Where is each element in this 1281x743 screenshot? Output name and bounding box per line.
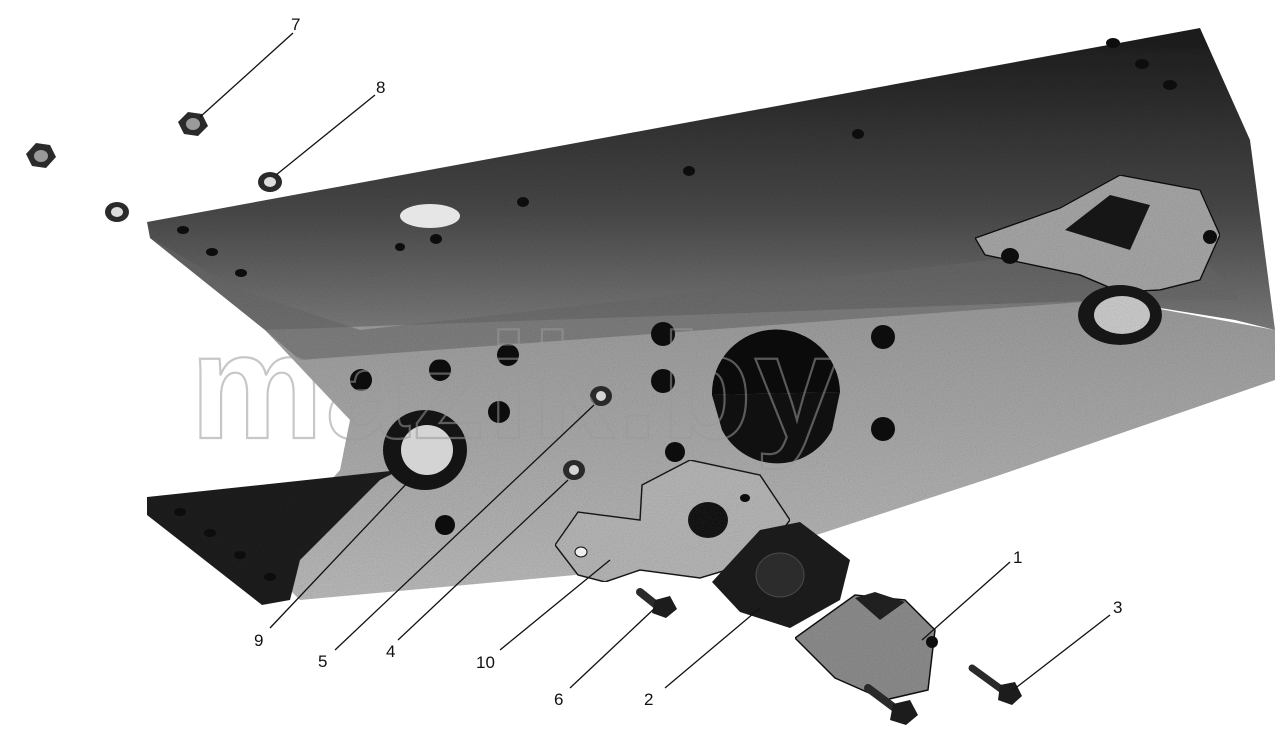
callout-7: 7 [291, 15, 300, 34]
leader-5 [334, 404, 595, 651]
part-7-nut [178, 112, 208, 136]
part-10-bracket-plate [554, 459, 791, 583]
leader-8 [275, 94, 376, 176]
leader-7 [199, 32, 294, 118]
part-2-gasket [712, 522, 850, 628]
callout-8: 8 [376, 78, 385, 97]
part-3-bolt [968, 664, 1022, 705]
callout-10: 10 [476, 653, 495, 672]
rail-holes [174, 38, 1177, 581]
part-8-washer [258, 172, 282, 192]
rail-lower-flange [147, 470, 400, 605]
callout-4: 4 [386, 642, 395, 661]
part-9-grommet [383, 410, 467, 490]
part-4-washer [563, 460, 585, 480]
leader-1 [921, 561, 1011, 641]
callout-5: 5 [318, 652, 327, 671]
callout-2: 2 [644, 690, 653, 709]
leader-9 [269, 479, 411, 629]
part-6-bolt [636, 588, 677, 618]
rail-flange-shadow [150, 238, 1240, 360]
callout-1: 1 [1013, 548, 1022, 567]
watermark-text: mazik.by [190, 302, 840, 470]
loose-washer [105, 202, 129, 222]
mounted-connector-socket [973, 174, 1221, 345]
frame-rail [147, 28, 1275, 605]
leader-10 [499, 559, 611, 651]
callout-3: 3 [1113, 598, 1122, 617]
part-1-connector-socket [793, 592, 938, 701]
lower-bolt [864, 684, 918, 725]
leader-6 [569, 607, 656, 689]
loose-nut [26, 143, 56, 168]
callout-6: 6 [554, 690, 563, 709]
part-5-washer [590, 386, 612, 406]
leader-2 [664, 607, 761, 689]
callout-9: 9 [254, 631, 263, 650]
leader-3 [1012, 614, 1111, 691]
callout-numbers: 1 2 3 4 5 6 7 8 9 10 [254, 15, 1122, 709]
leader-lines [199, 32, 1111, 691]
leader-4 [397, 479, 569, 641]
